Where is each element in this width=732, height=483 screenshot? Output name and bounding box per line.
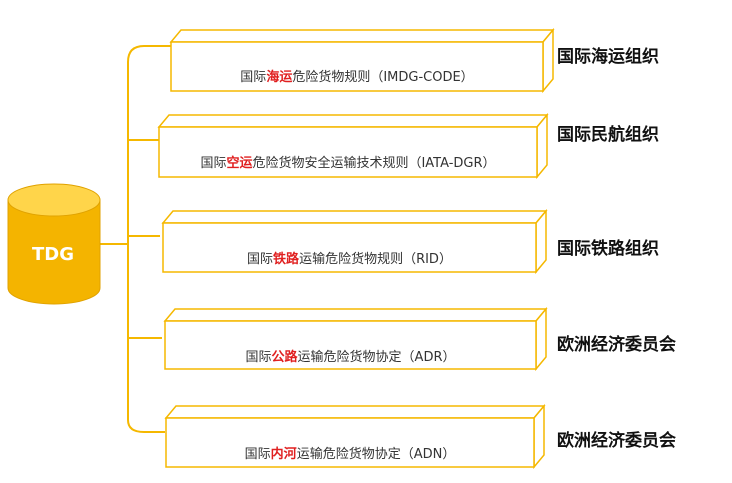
regulation-label-rid: 国际铁路运输危险货物规则（RID） (247, 252, 452, 267)
tdg-cylinder (7, 183, 101, 305)
box-2 (157, 112, 549, 180)
org-label-otif: 国际铁路组织 (557, 239, 659, 259)
org-label-unece-adr: 欧洲经济委员会 (557, 335, 676, 355)
vertical-bus-line (127, 45, 172, 433)
org-label-unece-adn: 欧洲经济委员会 (557, 431, 676, 451)
tdg-label: TDG (32, 244, 74, 265)
box-3 (161, 208, 548, 275)
box-4 (163, 306, 548, 372)
box-5 (164, 403, 546, 470)
connector-lines (100, 45, 172, 433)
regulation-label-adn: 国际内河运输危险货物协定（ADN） (244, 447, 456, 462)
regulation-label-iata: 国际空运危险货物安全运输技术规则（IATA-DGR） (200, 156, 496, 171)
org-label-imo: 国际海运组织 (557, 47, 659, 67)
regulation-label-adr: 国际公路运输危险货物协定（ADR） (245, 350, 456, 365)
box-1 (169, 27, 555, 94)
org-label-icao: 国际民航组织 (557, 125, 659, 145)
regulation-label-imdg: 国际海运危险货物规则（IMDG-CODE） (240, 70, 474, 85)
